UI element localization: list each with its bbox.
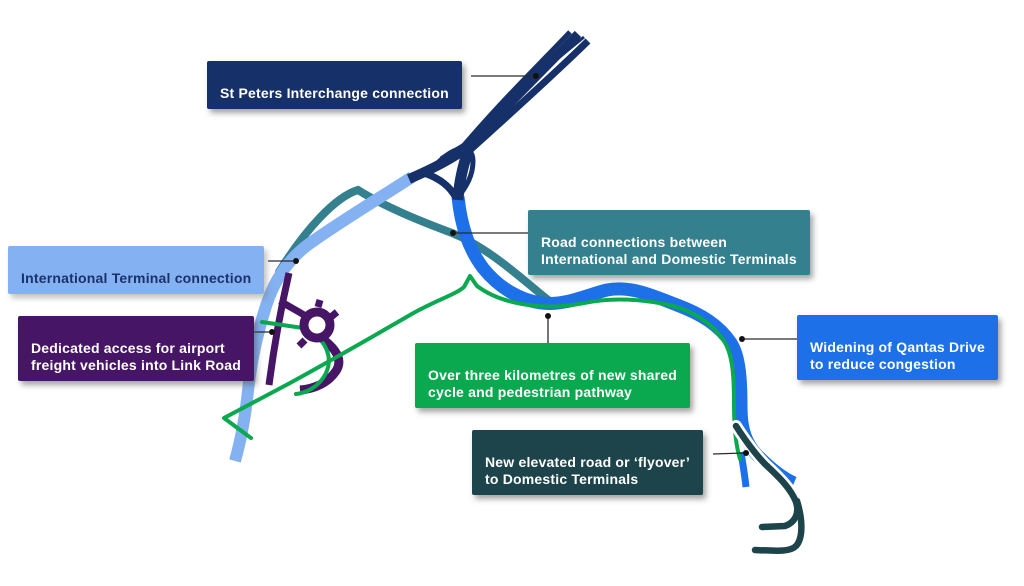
leader-dot-qantas bbox=[739, 336, 745, 342]
leader-dots bbox=[269, 73, 749, 456]
road-freight-connector bbox=[278, 298, 306, 318]
leader-line-flyover bbox=[712, 452, 745, 455]
interchange-strand-4 bbox=[486, 35, 585, 124]
roundabout-stub-top bbox=[314, 299, 324, 308]
road-terminal-link bbox=[275, 185, 556, 307]
callout-st-peters-label: St Peters Interchange connection bbox=[220, 85, 449, 101]
leader-dot-freight bbox=[269, 329, 275, 335]
callout-freight-access: Dedicated access for airport freight veh… bbox=[18, 316, 255, 381]
callout-flyover: New elevated road or ‘flyover’ to Domest… bbox=[472, 430, 703, 495]
road-qantas-stub bbox=[737, 451, 750, 488]
interchange-cross-strand bbox=[440, 123, 495, 160]
flyover-road-1 bbox=[732, 422, 801, 531]
road-international-terminal bbox=[229, 171, 416, 463]
interchange-strand-2 bbox=[467, 38, 591, 153]
interchange-strand-3 bbox=[451, 30, 572, 160]
callout-international-terminal: International Terminal connection bbox=[8, 246, 265, 294]
interchange-ramp bbox=[422, 169, 460, 200]
callout-international-terminal-label: International Terminal connection bbox=[21, 270, 252, 286]
callout-terminal-road-connections-label: Road connections between International a… bbox=[541, 234, 797, 267]
roundabout-stub-bottom bbox=[296, 337, 308, 349]
road-st-peters-bundle bbox=[407, 30, 591, 201]
callout-st-peters-interchange: St Peters Interchange connection bbox=[207, 61, 462, 109]
leader-dot-pathway bbox=[545, 313, 551, 319]
callout-qantas-drive-widening: Widening of Qantas Drive to reduce conge… bbox=[797, 315, 999, 380]
leader-dot-flyover bbox=[743, 450, 749, 456]
roundabout-icon bbox=[299, 307, 335, 343]
pathway-main bbox=[222, 274, 742, 461]
callout-terminal-road-connections: Road connections between International a… bbox=[528, 210, 810, 275]
leader-dot-st-peters bbox=[533, 73, 539, 79]
callout-shared-pathway-label: Over three kilometres of new shared cycl… bbox=[428, 367, 677, 400]
road-freight-strand bbox=[265, 272, 293, 386]
callout-flyover-label: New elevated road or ‘flyover’ to Domest… bbox=[485, 454, 690, 487]
flyover-road-2 bbox=[751, 497, 805, 555]
callout-shared-pathway: Over three kilometres of new shared cycl… bbox=[415, 343, 690, 408]
leader-dot-international bbox=[293, 258, 299, 264]
road-flyover bbox=[732, 422, 805, 555]
callout-freight-access-label: Dedicated access for airport freight veh… bbox=[31, 340, 242, 373]
leader-dot-terminal-link bbox=[450, 230, 456, 236]
callout-qantas-drive-widening-label: Widening of Qantas Drive to reduce conge… bbox=[810, 339, 986, 372]
pathway-roundabout-spur bbox=[260, 320, 305, 330]
